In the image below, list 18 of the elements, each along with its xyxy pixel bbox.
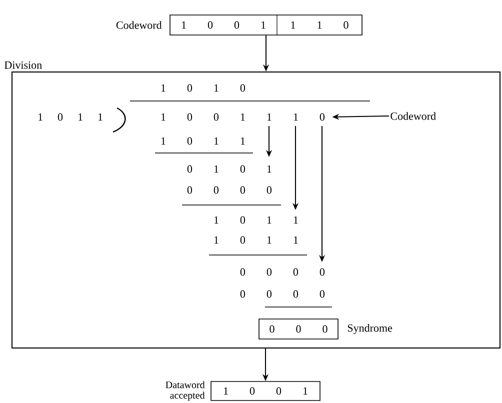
- digit-row: 1 0 1 1: [214, 216, 298, 224]
- dataword-box: 1 0 0 1: [210, 381, 320, 401]
- digit-row: 0 0 0 0: [187, 186, 272, 194]
- digit-row: 0 0 0 0: [240, 290, 325, 298]
- node-label: Division: [4, 61, 42, 69]
- codeword-label: Codeword: [390, 112, 436, 120]
- syndrome-label: Syndrome: [348, 324, 392, 334]
- dividend-digits: 1 0 0 1 1 1 0: [161, 113, 325, 121]
- codeword-box: 1 0 0 1 1 1 0: [170, 14, 362, 36]
- divisor-digits: 1 0 1 1: [38, 113, 102, 121]
- digit-row: 0 1 0 1: [187, 165, 272, 173]
- digit-row: 1 0 1 1: [161, 137, 245, 145]
- box-label: Codeword: [116, 21, 162, 29]
- digit-row: 1 0 1 1: [214, 236, 298, 244]
- digit-row: 1 0 1 0: [161, 84, 246, 92]
- digit-row: 0 0 0 0: [240, 268, 325, 276]
- syndrome-box: 0 0 0: [258, 318, 338, 340]
- box-label: Dataword accepted: [166, 381, 205, 401]
